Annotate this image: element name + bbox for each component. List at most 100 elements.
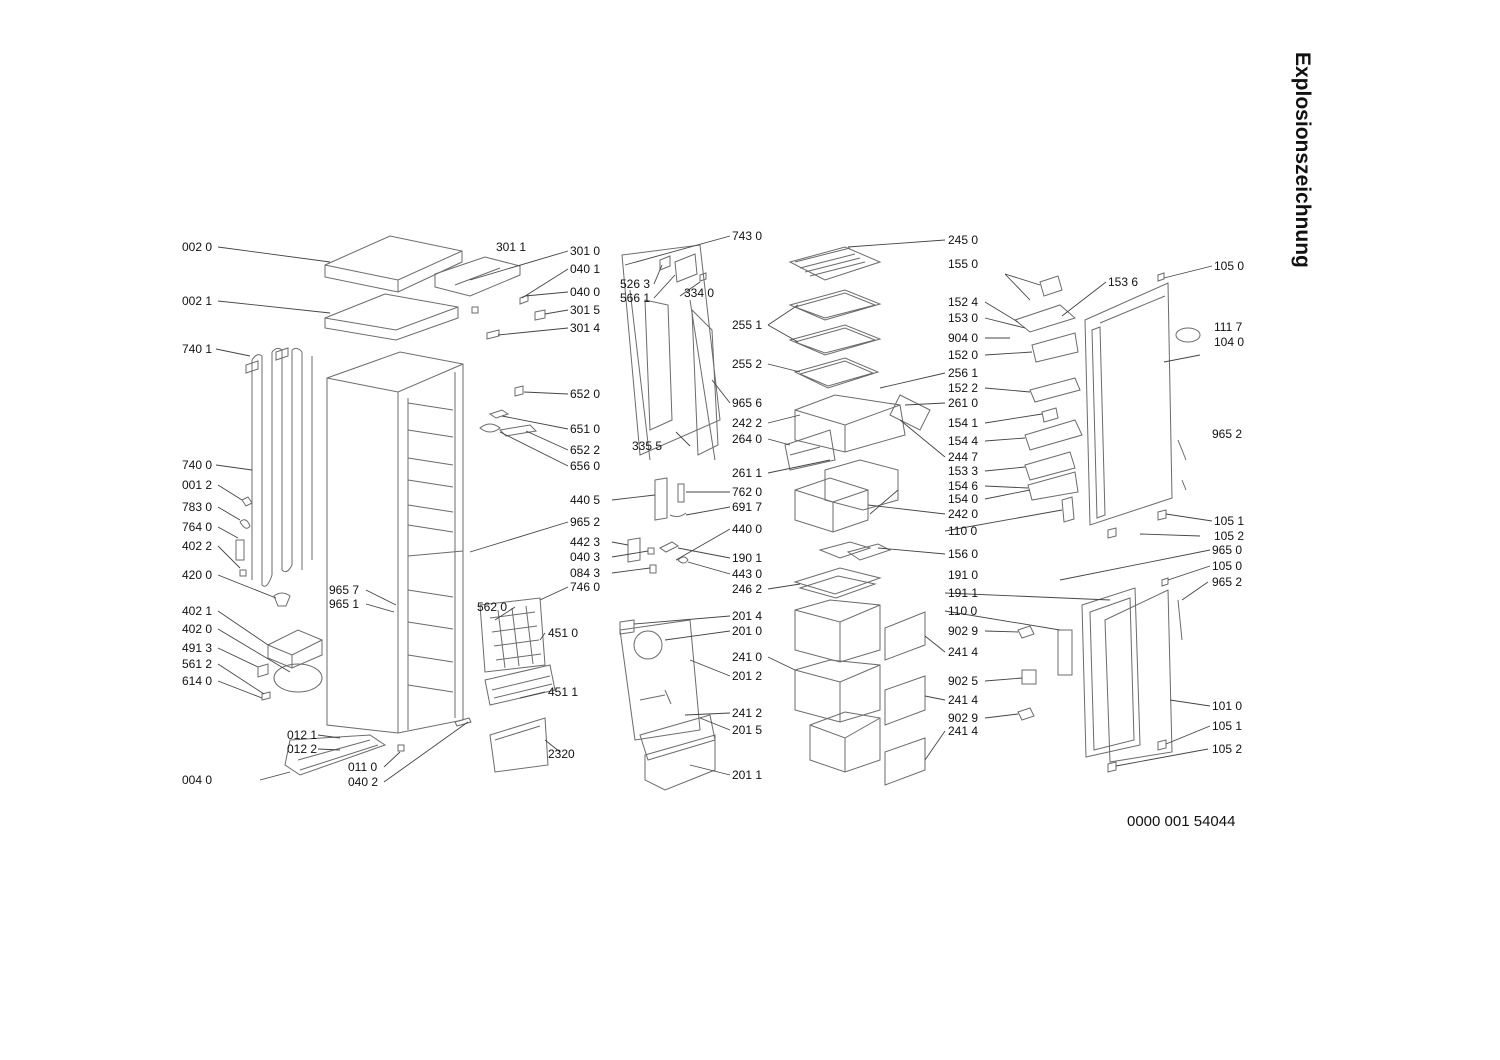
part-label: 261 1 — [732, 466, 762, 480]
part-label: 743 0 — [732, 229, 762, 243]
part-label: 190 1 — [732, 551, 762, 565]
part-label: 264 0 — [732, 432, 762, 446]
part-label: 301 5 — [570, 303, 600, 317]
part-label: 614 0 — [182, 674, 212, 688]
part-label: 012 2 — [287, 742, 317, 756]
part-label: 256 1 — [948, 366, 978, 380]
part-label: 012 1 — [287, 728, 317, 742]
part-label: 965 0 — [1212, 543, 1242, 557]
part-label: 762 0 — [732, 485, 762, 499]
part-label: 105 2 — [1212, 742, 1242, 756]
part-label: 110 0 — [948, 524, 977, 538]
part-label: 902 9 — [948, 711, 978, 725]
part-label: 201 5 — [732, 723, 762, 737]
part-label: 652 0 — [570, 387, 600, 401]
part-label: 001 2 — [182, 478, 212, 492]
part-label: 965 6 — [732, 396, 762, 410]
part-label: 101 0 — [1212, 699, 1242, 713]
part-label: 040 1 — [570, 262, 600, 276]
part-label: 440 5 — [570, 493, 600, 507]
part-label: 241 0 — [732, 650, 762, 664]
part-label: 746 0 — [570, 580, 600, 594]
part-label: 301 0 — [570, 244, 600, 258]
part-label: 241 4 — [948, 693, 978, 707]
part-label: 442 3 — [570, 535, 600, 549]
part-label: 691 7 — [732, 500, 762, 514]
part-label: 201 4 — [732, 609, 762, 623]
part-label: 201 0 — [732, 624, 762, 638]
part-outlines — [235, 235, 1201, 791]
part-label: 740 1 — [182, 342, 212, 356]
part-label: 965 1 — [329, 597, 359, 611]
part-label: 040 3 — [570, 550, 600, 564]
part-label: 965 2 — [1212, 427, 1242, 441]
part-label: 255 2 — [732, 357, 762, 371]
part-label: 156 0 — [948, 547, 978, 561]
part-label: 153 6 — [1108, 275, 1138, 289]
part-label: 261 0 — [948, 396, 978, 410]
part-label: 155 0 — [948, 257, 978, 271]
part-label: 246 2 — [732, 582, 762, 596]
part-label: 002 1 — [182, 294, 212, 308]
document-number: 0000 001 54044 — [1127, 813, 1236, 830]
part-label: 965 2 — [570, 515, 600, 529]
part-label: 002 0 — [182, 240, 212, 254]
part-label: 154 1 — [948, 416, 978, 430]
part-label: 111 7 — [1214, 320, 1243, 334]
part-label: 440 0 — [732, 522, 762, 536]
part-label: 105 1 — [1212, 719, 1242, 733]
part-label: 201 2 — [732, 669, 762, 683]
part-label: 154 0 — [948, 492, 978, 506]
part-label: 191 1 — [948, 586, 978, 600]
part-label: 004 0 — [182, 773, 212, 787]
part-label: 491 3 — [182, 641, 212, 655]
part-label: 2320 — [548, 747, 575, 761]
part-label: 402 1 — [182, 604, 212, 618]
part-label: 656 0 — [570, 459, 600, 473]
part-label: 245 0 — [948, 233, 978, 247]
part-label: 451 0 — [548, 626, 578, 640]
part-label: 255 1 — [732, 318, 762, 332]
part-label: 451 1 — [548, 685, 578, 699]
part-label: 191 0 — [948, 568, 978, 582]
part-label: 904 0 — [948, 331, 978, 345]
part-label: 152 0 — [948, 348, 978, 362]
part-label: 241 2 — [732, 706, 762, 720]
part-label: 783 0 — [182, 500, 212, 514]
part-label: 244 7 — [948, 450, 978, 464]
part-label: 241 4 — [948, 645, 978, 659]
part-label: 105 0 — [1214, 259, 1244, 273]
part-label: 152 4 — [948, 295, 978, 309]
part-label: 764 0 — [182, 520, 212, 534]
part-label: 011 0 — [348, 760, 377, 774]
part-label: 526 3 — [620, 277, 650, 291]
part-label: 566 1 — [620, 291, 650, 305]
part-label: 965 7 — [329, 583, 359, 597]
part-label: 902 5 — [948, 674, 978, 688]
part-label: 241 4 — [948, 724, 978, 738]
part-label: 105 2 — [1214, 529, 1244, 543]
part-label: 443 0 — [732, 567, 762, 581]
part-label: 242 2 — [732, 416, 762, 430]
part-label: 740 0 — [182, 458, 212, 472]
part-label: 040 0 — [570, 285, 600, 299]
part-label: 301 4 — [570, 321, 600, 335]
part-label: 104 0 — [1214, 335, 1244, 349]
part-label: 105 0 — [1212, 559, 1242, 573]
part-label: 335 5 — [632, 439, 662, 453]
part-label: 084 3 — [570, 566, 600, 580]
part-label: 402 0 — [182, 622, 212, 636]
part-label: 201 1 — [732, 768, 762, 782]
part-label: 153 3 — [948, 464, 978, 478]
part-label: 965 2 — [1212, 575, 1242, 589]
part-label: 110 0 — [948, 604, 977, 618]
part-label: 902 9 — [948, 624, 978, 638]
part-label: 105 1 — [1214, 514, 1244, 528]
part-label: 153 0 — [948, 311, 978, 325]
part-label: 561 2 — [182, 657, 212, 671]
part-label: 651 0 — [570, 422, 600, 436]
part-label: 301 1 — [496, 240, 526, 254]
part-label: 334 0 — [684, 286, 714, 300]
part-labels: 002 0 002 1 740 1 740 0 001 2 783 0 764 … — [182, 229, 1244, 789]
